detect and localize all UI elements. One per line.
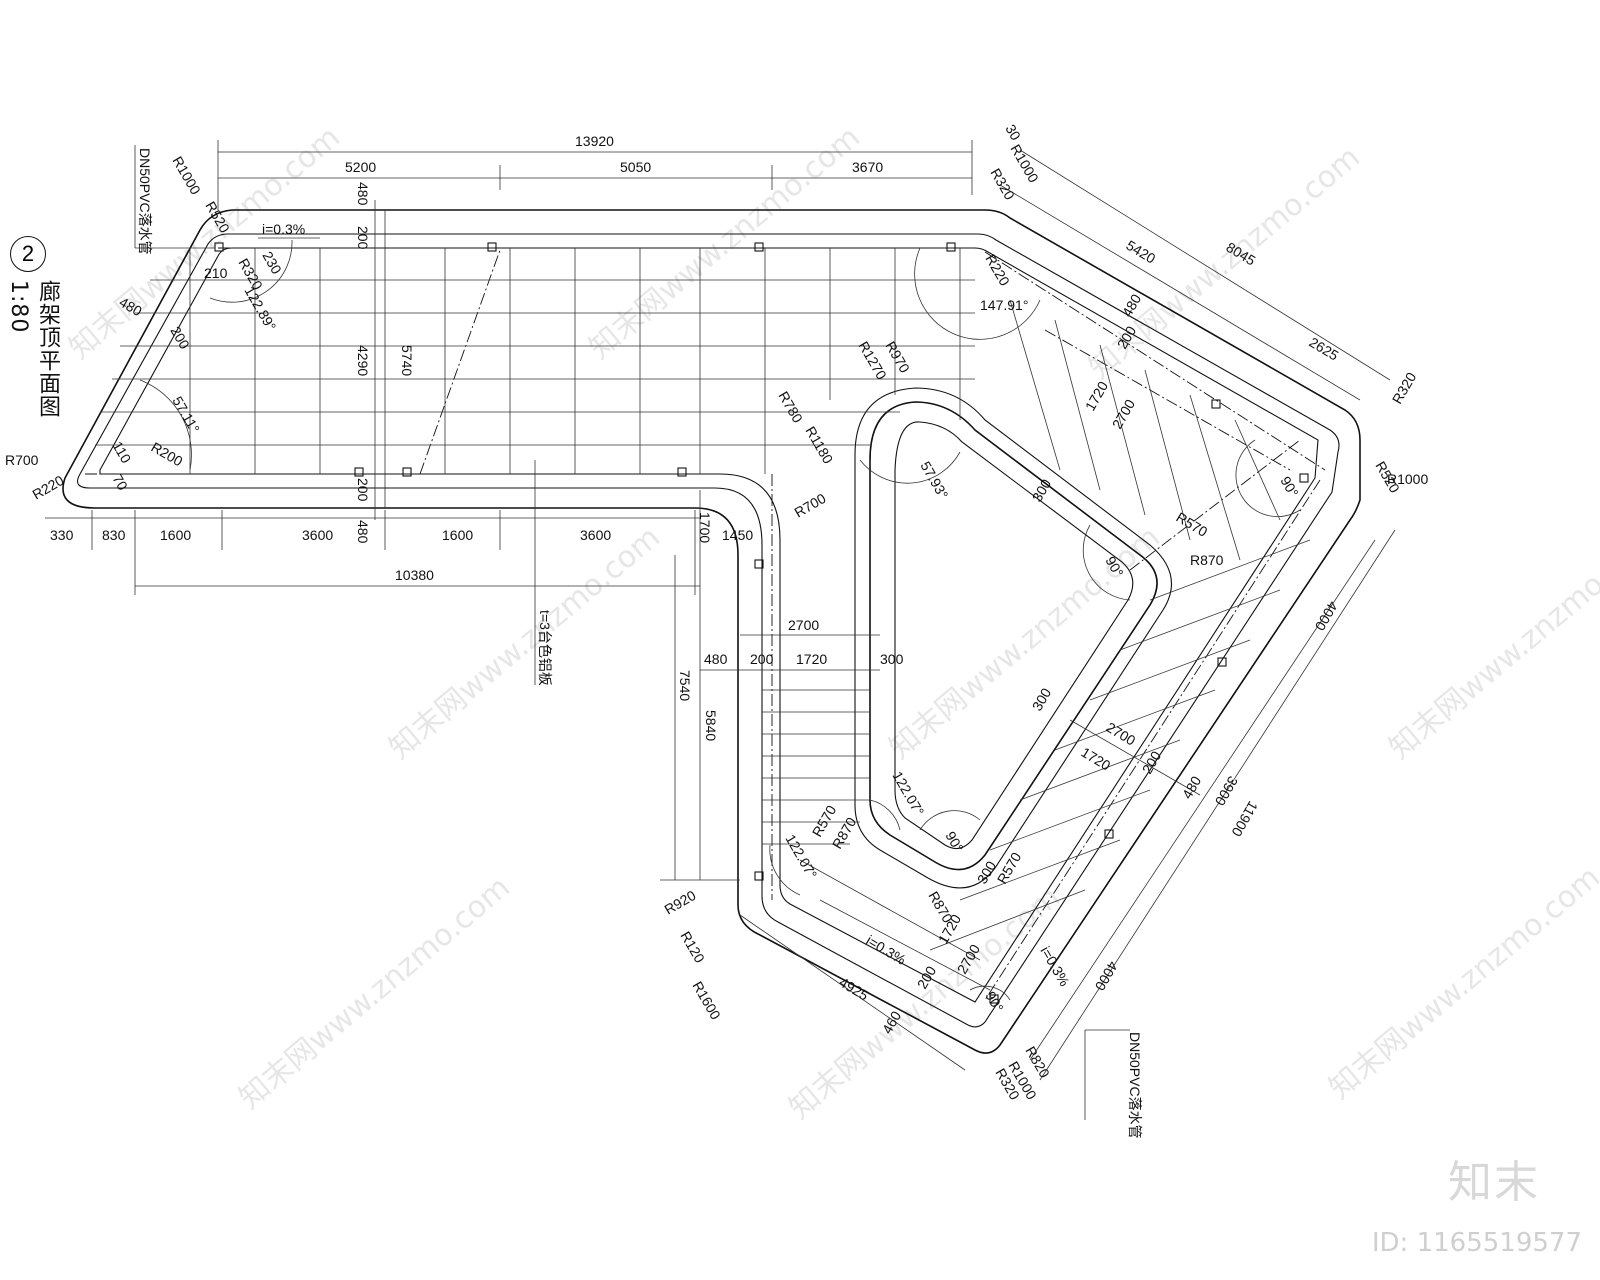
angle-arcs bbox=[139, 239, 1301, 1001]
dim-330: 330 bbox=[50, 527, 74, 543]
watermark-4: 知末网www.znzmo.com bbox=[383, 520, 667, 766]
angle-label: 122.89° bbox=[241, 284, 279, 334]
small-dimensions: 210 230 110 70 200 480 30 bbox=[109, 122, 1024, 494]
radius-label: R1000 bbox=[169, 154, 204, 198]
small-dim: 210 bbox=[204, 265, 228, 281]
dim-3600a: 3600 bbox=[302, 527, 333, 543]
dim-13920: 13920 bbox=[575, 133, 614, 149]
dim-5200: 5200 bbox=[345, 159, 376, 175]
batten-grid-left bbox=[95, 210, 975, 508]
small-dim: 110 bbox=[109, 439, 134, 467]
dim-1450: 1450 bbox=[722, 527, 753, 543]
radius-label: R320 bbox=[987, 166, 1018, 203]
angle-label: 90° bbox=[942, 829, 966, 855]
angle-label: 90° bbox=[1277, 474, 1301, 500]
watermark-1: 知末网www.znzmo.com bbox=[63, 120, 347, 366]
angle-label: 122.07° bbox=[782, 832, 820, 882]
dim-1720-mid: 1720 bbox=[796, 651, 827, 667]
radius-label: R700 bbox=[792, 490, 829, 521]
slope-note-1: i=0.3% bbox=[262, 221, 305, 237]
pipe-label-2: DN50PVC落水管 bbox=[1127, 1032, 1143, 1139]
dim-5050: 5050 bbox=[620, 159, 651, 175]
radius-label: R570 bbox=[1173, 509, 1210, 540]
dim-480-mid: 480 bbox=[704, 651, 728, 667]
angle-label: 57.11° bbox=[169, 394, 203, 436]
dim-4000b: 4000 bbox=[1092, 959, 1122, 994]
radius-label: R870 bbox=[1190, 552, 1224, 568]
radius-label: R120 bbox=[677, 929, 708, 966]
dim-5840: 5840 bbox=[703, 710, 719, 741]
radius-label: R920 bbox=[662, 887, 699, 918]
batten-grid-right bbox=[799, 299, 1311, 991]
angle-label: 147.91° bbox=[980, 297, 1028, 313]
dim-1600a: 1600 bbox=[160, 527, 191, 543]
dimension-lines bbox=[45, 140, 1396, 1120]
slope-note-2: i=0.3% bbox=[863, 932, 908, 968]
radius-label: R700 bbox=[5, 452, 39, 468]
radius-label: R1600 bbox=[689, 979, 724, 1023]
pipe-label-1: DN50PVC落水管 bbox=[137, 148, 153, 255]
batten-grid-middle bbox=[762, 689, 870, 845]
radius-label: R200 bbox=[149, 439, 186, 470]
top-dimensions: 13920 5200 5050 3670 bbox=[345, 133, 883, 175]
watermark-7: 知末网www.znzmo.com bbox=[233, 870, 517, 1116]
middle-dimensions: 2700 480 200 1720 300 7540 5840 1700 145… bbox=[677, 512, 904, 741]
dim-2700-r: 2700 bbox=[1109, 396, 1139, 431]
radius-label: R570 bbox=[994, 849, 1025, 886]
dim-830: 830 bbox=[102, 527, 126, 543]
dim-2700-l: 2700 bbox=[1103, 719, 1138, 749]
radius-label: R1000 bbox=[1387, 471, 1428, 487]
watermark-9: 知末网www.znzmo.com bbox=[1323, 860, 1600, 1106]
dim-5740: 5740 bbox=[399, 345, 415, 376]
radius-label: R220 bbox=[982, 252, 1013, 289]
dim-1720-l: 1720 bbox=[1078, 744, 1113, 774]
plate-note: t=3台色铝板 bbox=[537, 610, 553, 686]
dim-11900: 11900 bbox=[1228, 799, 1261, 840]
angle-labels: 57.11° 122.89° 147.91° 57.93° 90° 90° 12… bbox=[169, 284, 1301, 1015]
dim-300-l: 300 bbox=[1029, 685, 1055, 713]
id-label: ID: 1165519577 bbox=[1371, 1228, 1582, 1258]
drawing-number: 2 bbox=[10, 236, 46, 272]
small-dim: 30 bbox=[1002, 122, 1024, 144]
dim-200b: 200 bbox=[355, 478, 371, 502]
angle-label: 57.93° bbox=[917, 459, 951, 502]
radius-label: R1000 bbox=[1007, 142, 1042, 186]
dim-1600b: 1600 bbox=[442, 527, 473, 543]
radius-label: R780 bbox=[775, 389, 806, 426]
dim-3600b: 3600 bbox=[580, 527, 611, 543]
dim-1700: 1700 bbox=[697, 512, 713, 543]
dim-4925: 4925 bbox=[836, 974, 871, 1004]
dim-7540: 7540 bbox=[677, 670, 693, 701]
dim-10380: 10380 bbox=[395, 567, 434, 583]
radius-label: R220 bbox=[30, 472, 67, 503]
vertical-dimensions-left: 480 200 4290 5740 200 480 bbox=[355, 182, 415, 544]
bottom-dimensions: 330 830 1600 3600 1600 3600 10380 bbox=[50, 527, 611, 583]
dim-300-r: 300 bbox=[1029, 476, 1055, 504]
gutter-lines bbox=[85, 247, 1326, 1001]
watermark-6: 知末网www.znzmo.com bbox=[1383, 520, 1600, 766]
dim-2700-mid: 2700 bbox=[788, 617, 819, 633]
radius-label: R320 bbox=[1389, 369, 1420, 406]
dim-2625: 2625 bbox=[1306, 334, 1341, 364]
dim-200-mid: 200 bbox=[750, 651, 774, 667]
small-dim: 230 bbox=[259, 249, 285, 277]
small-dim: 200 bbox=[167, 324, 193, 352]
dim-480b: 480 bbox=[355, 520, 371, 544]
watermark-2: 知末网www.znzmo.com bbox=[583, 120, 867, 366]
roof-outline bbox=[62, 209, 1361, 1054]
drawing-title: 2 廊架顶平面图1:80 bbox=[6, 236, 60, 456]
watermarks: 知末网www.znzmo.com 知末网www.znzmo.com 知末网www… bbox=[63, 120, 1600, 1126]
dim-480a: 480 bbox=[355, 182, 371, 206]
drain-markers bbox=[214, 242, 1309, 1004]
dim-4290: 4290 bbox=[355, 345, 371, 376]
drawing-title-text: 廊架顶平面图1:80 bbox=[6, 280, 60, 418]
dim-480-l: 480 bbox=[1179, 773, 1205, 801]
brand-logo: 知末 bbox=[1448, 1157, 1540, 1208]
dim-3670: 3670 bbox=[852, 159, 883, 175]
dim-200a: 200 bbox=[355, 226, 371, 250]
small-dim: 70 bbox=[109, 472, 131, 494]
dim-300-mid: 300 bbox=[880, 651, 904, 667]
